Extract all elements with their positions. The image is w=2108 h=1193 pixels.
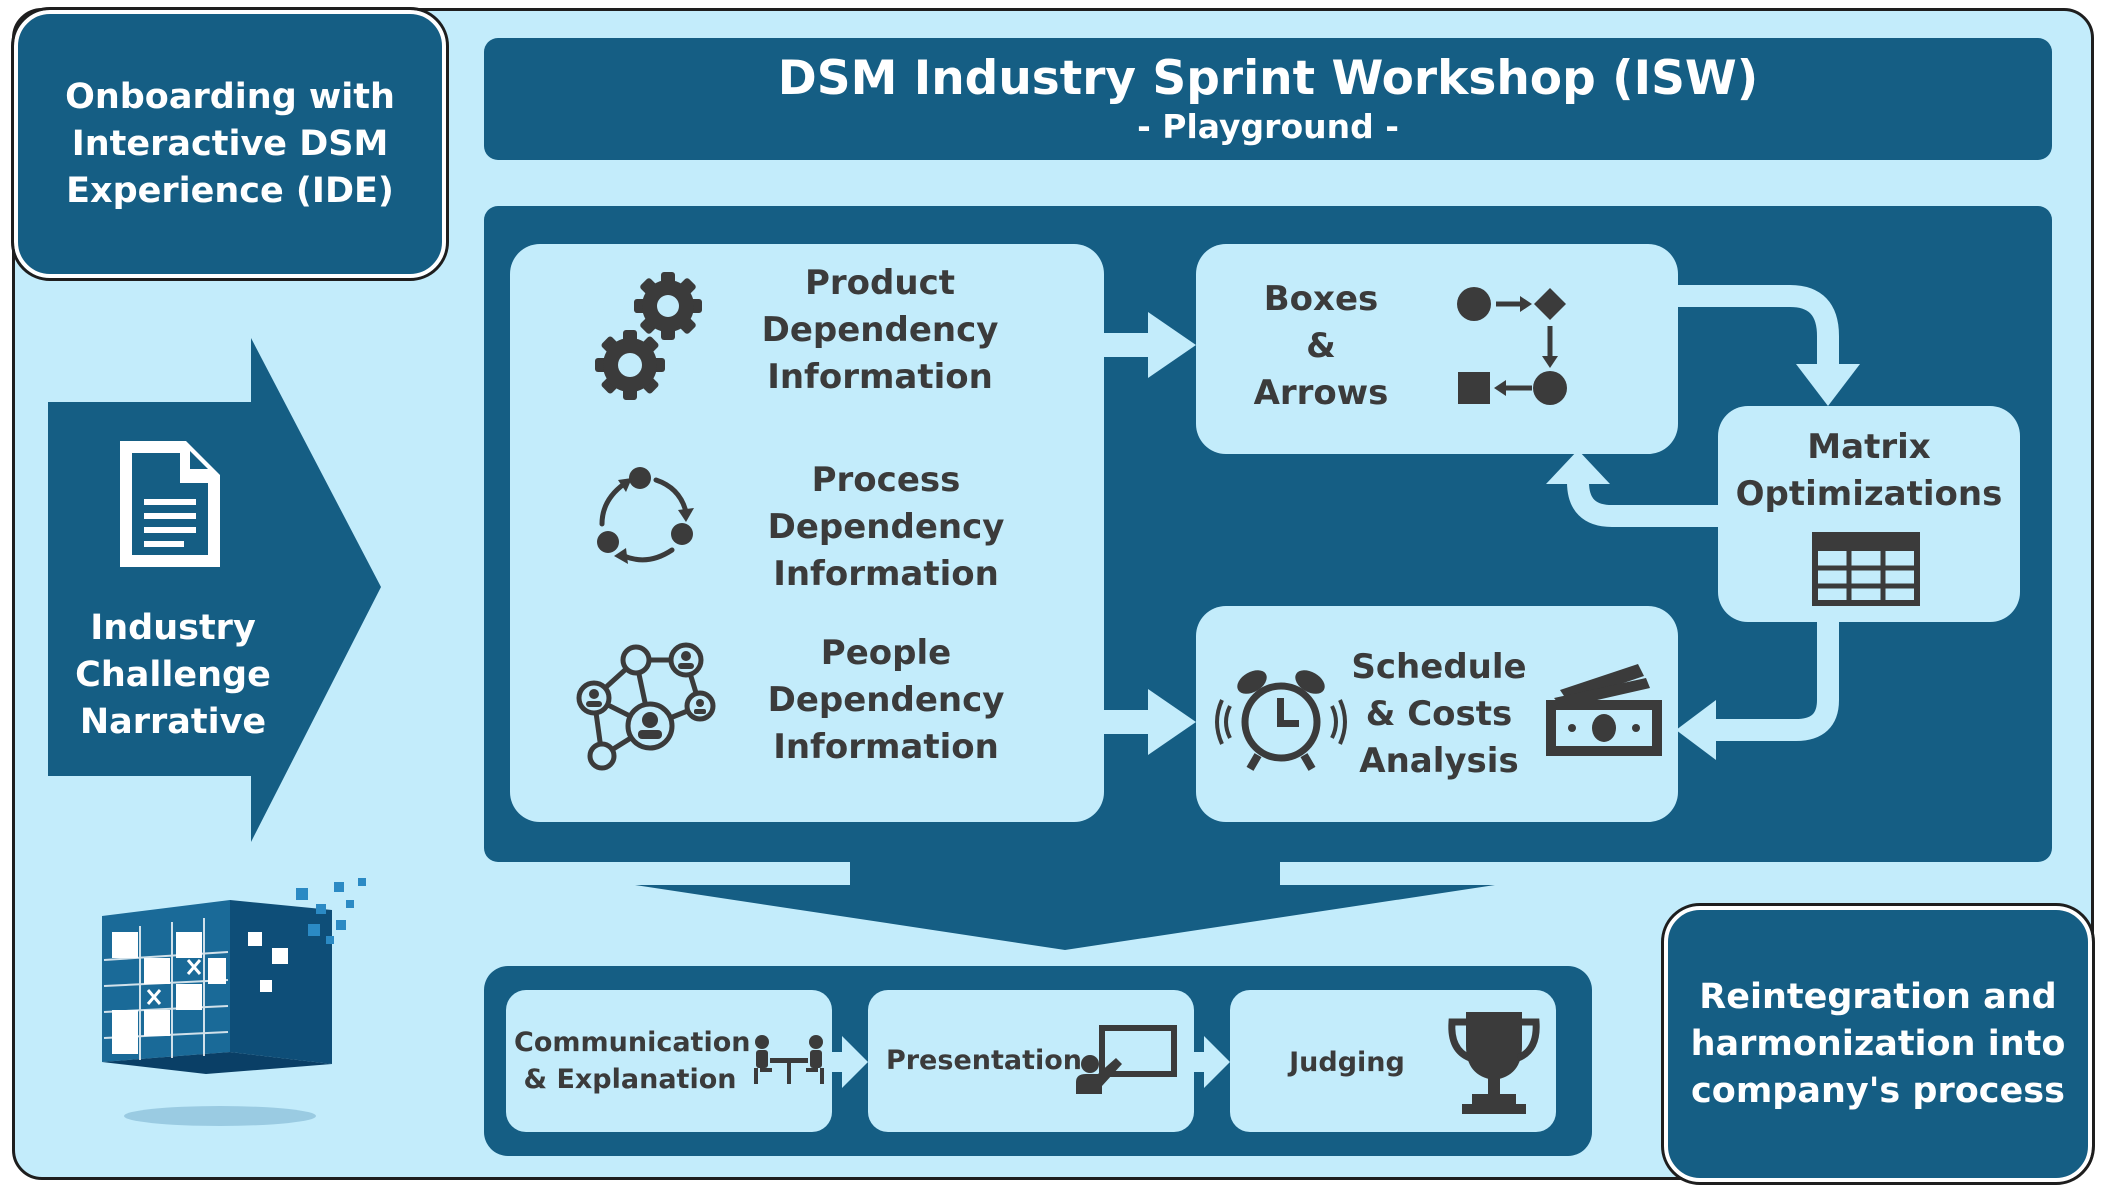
people-line-3: Information [773, 727, 999, 767]
boxes-line-1: Boxes [1263, 279, 1379, 319]
header-banner: DSM Industry Sprint Workshop (ISW) - Pla… [484, 38, 2052, 160]
grid-table-icon [1812, 532, 1920, 606]
reintegration-line-1: Reintegration and [1699, 976, 2057, 1017]
people-line-2: Dependency [767, 680, 1005, 720]
document-icon [120, 441, 220, 567]
product-line-2: Dependency [761, 310, 999, 350]
onboarding-box: Onboarding with Interactive DSM Experien… [11, 7, 449, 281]
presentation-label: Presentation [885, 1045, 1083, 1076]
narrative-line-3: Narrative [79, 701, 267, 742]
page-title: DSM Industry Sprint Workshop (ISW) [777, 51, 1759, 106]
arrow-matrix-to-schedule-head [1676, 700, 1716, 760]
process-line-1: Process [811, 460, 961, 500]
schedule-line-1: Schedule [1351, 647, 1527, 687]
schedule-line-3: Analysis [1359, 741, 1519, 781]
onboarding-line-2: Interactive DSM [71, 123, 389, 164]
gears-icon [595, 272, 702, 400]
schedule-line-2: & Costs [1365, 694, 1513, 734]
trophy-icon [1448, 1012, 1540, 1114]
schedule-label: Schedule & Costs Analysis [1346, 644, 1532, 785]
matrix-line-1: Matrix [1807, 427, 1931, 467]
arrow-inputs-to-schedule [1104, 710, 1150, 734]
process-line-2: Dependency [767, 507, 1005, 547]
communication-label: Communication & Explanation [514, 1024, 751, 1098]
product-line-3: Information [767, 357, 993, 397]
boxes-line-2: & [1306, 326, 1336, 366]
boxes-arrows-box [1196, 244, 1678, 454]
communication-line-2: & Explanation [523, 1064, 737, 1095]
network-people-icon [576, 642, 716, 771]
judging-label: Judging [1289, 1047, 1405, 1078]
onboarding-line-3: Experience (IDE) [66, 170, 394, 211]
cycle-icon [597, 467, 694, 564]
arrow-matrix-to-schedule [1712, 620, 1839, 741]
arrow-step-2-to-3 [1194, 1052, 1206, 1072]
product-line-1: Product [805, 263, 955, 303]
arrow-inputs-to-schedule-head [1148, 689, 1196, 755]
reintegration-box: Reintegration and harmonization into com… [1661, 903, 2095, 1185]
reintegration-line-3: company's process [1691, 1070, 2065, 1111]
input-people-label: People Dependency Information [746, 630, 1026, 771]
arrow-matrix-to-boxes-head [1546, 450, 1610, 484]
arrow-inputs-to-boxes-head [1148, 312, 1196, 378]
arrow-inputs-to-boxes [1104, 333, 1150, 357]
reintegration-line-2: harmonization into [1690, 1023, 2066, 1064]
arrow-step-2-to-3-head [1204, 1036, 1230, 1088]
arrow-step-1-to-2 [830, 1052, 844, 1072]
process-line-3: Information [773, 554, 999, 594]
arrow-boxes-to-matrix [1678, 285, 1839, 368]
presenter-icon [1076, 1025, 1177, 1094]
narrative-line-1: Industry [90, 607, 256, 648]
meeting-icon [754, 1035, 824, 1084]
input-product-label: Product Dependency Information [740, 260, 1020, 401]
alarm-clock-icon [1215, 670, 1347, 771]
arrow-boxes-to-matrix-head [1796, 364, 1860, 406]
people-line-1: People [820, 633, 952, 673]
matrix-label: Matrix Optimizations [1718, 424, 2020, 518]
shapes-arrows-icon [1457, 287, 1567, 405]
step-presentation [868, 990, 1194, 1132]
page-subtitle: - Playground - [1137, 107, 1399, 146]
communication-line-1: Communication [514, 1027, 751, 1058]
boxes-line-3: Arrows [1253, 373, 1389, 413]
narrative-line-2: Challenge [75, 654, 271, 695]
money-icon [1546, 664, 1662, 756]
dsm-cube-logo [102, 878, 366, 1126]
arrow-step-1-to-2-head [842, 1036, 868, 1088]
input-process-label: Process Dependency Information [746, 457, 1026, 598]
onboarding-line-1: Onboarding with [65, 76, 395, 117]
matrix-line-2: Optimizations [1735, 474, 2003, 514]
boxes-arrows-label: Boxes & Arrows [1236, 276, 1406, 417]
narrative-label: Industry Challenge Narrative [48, 600, 298, 750]
